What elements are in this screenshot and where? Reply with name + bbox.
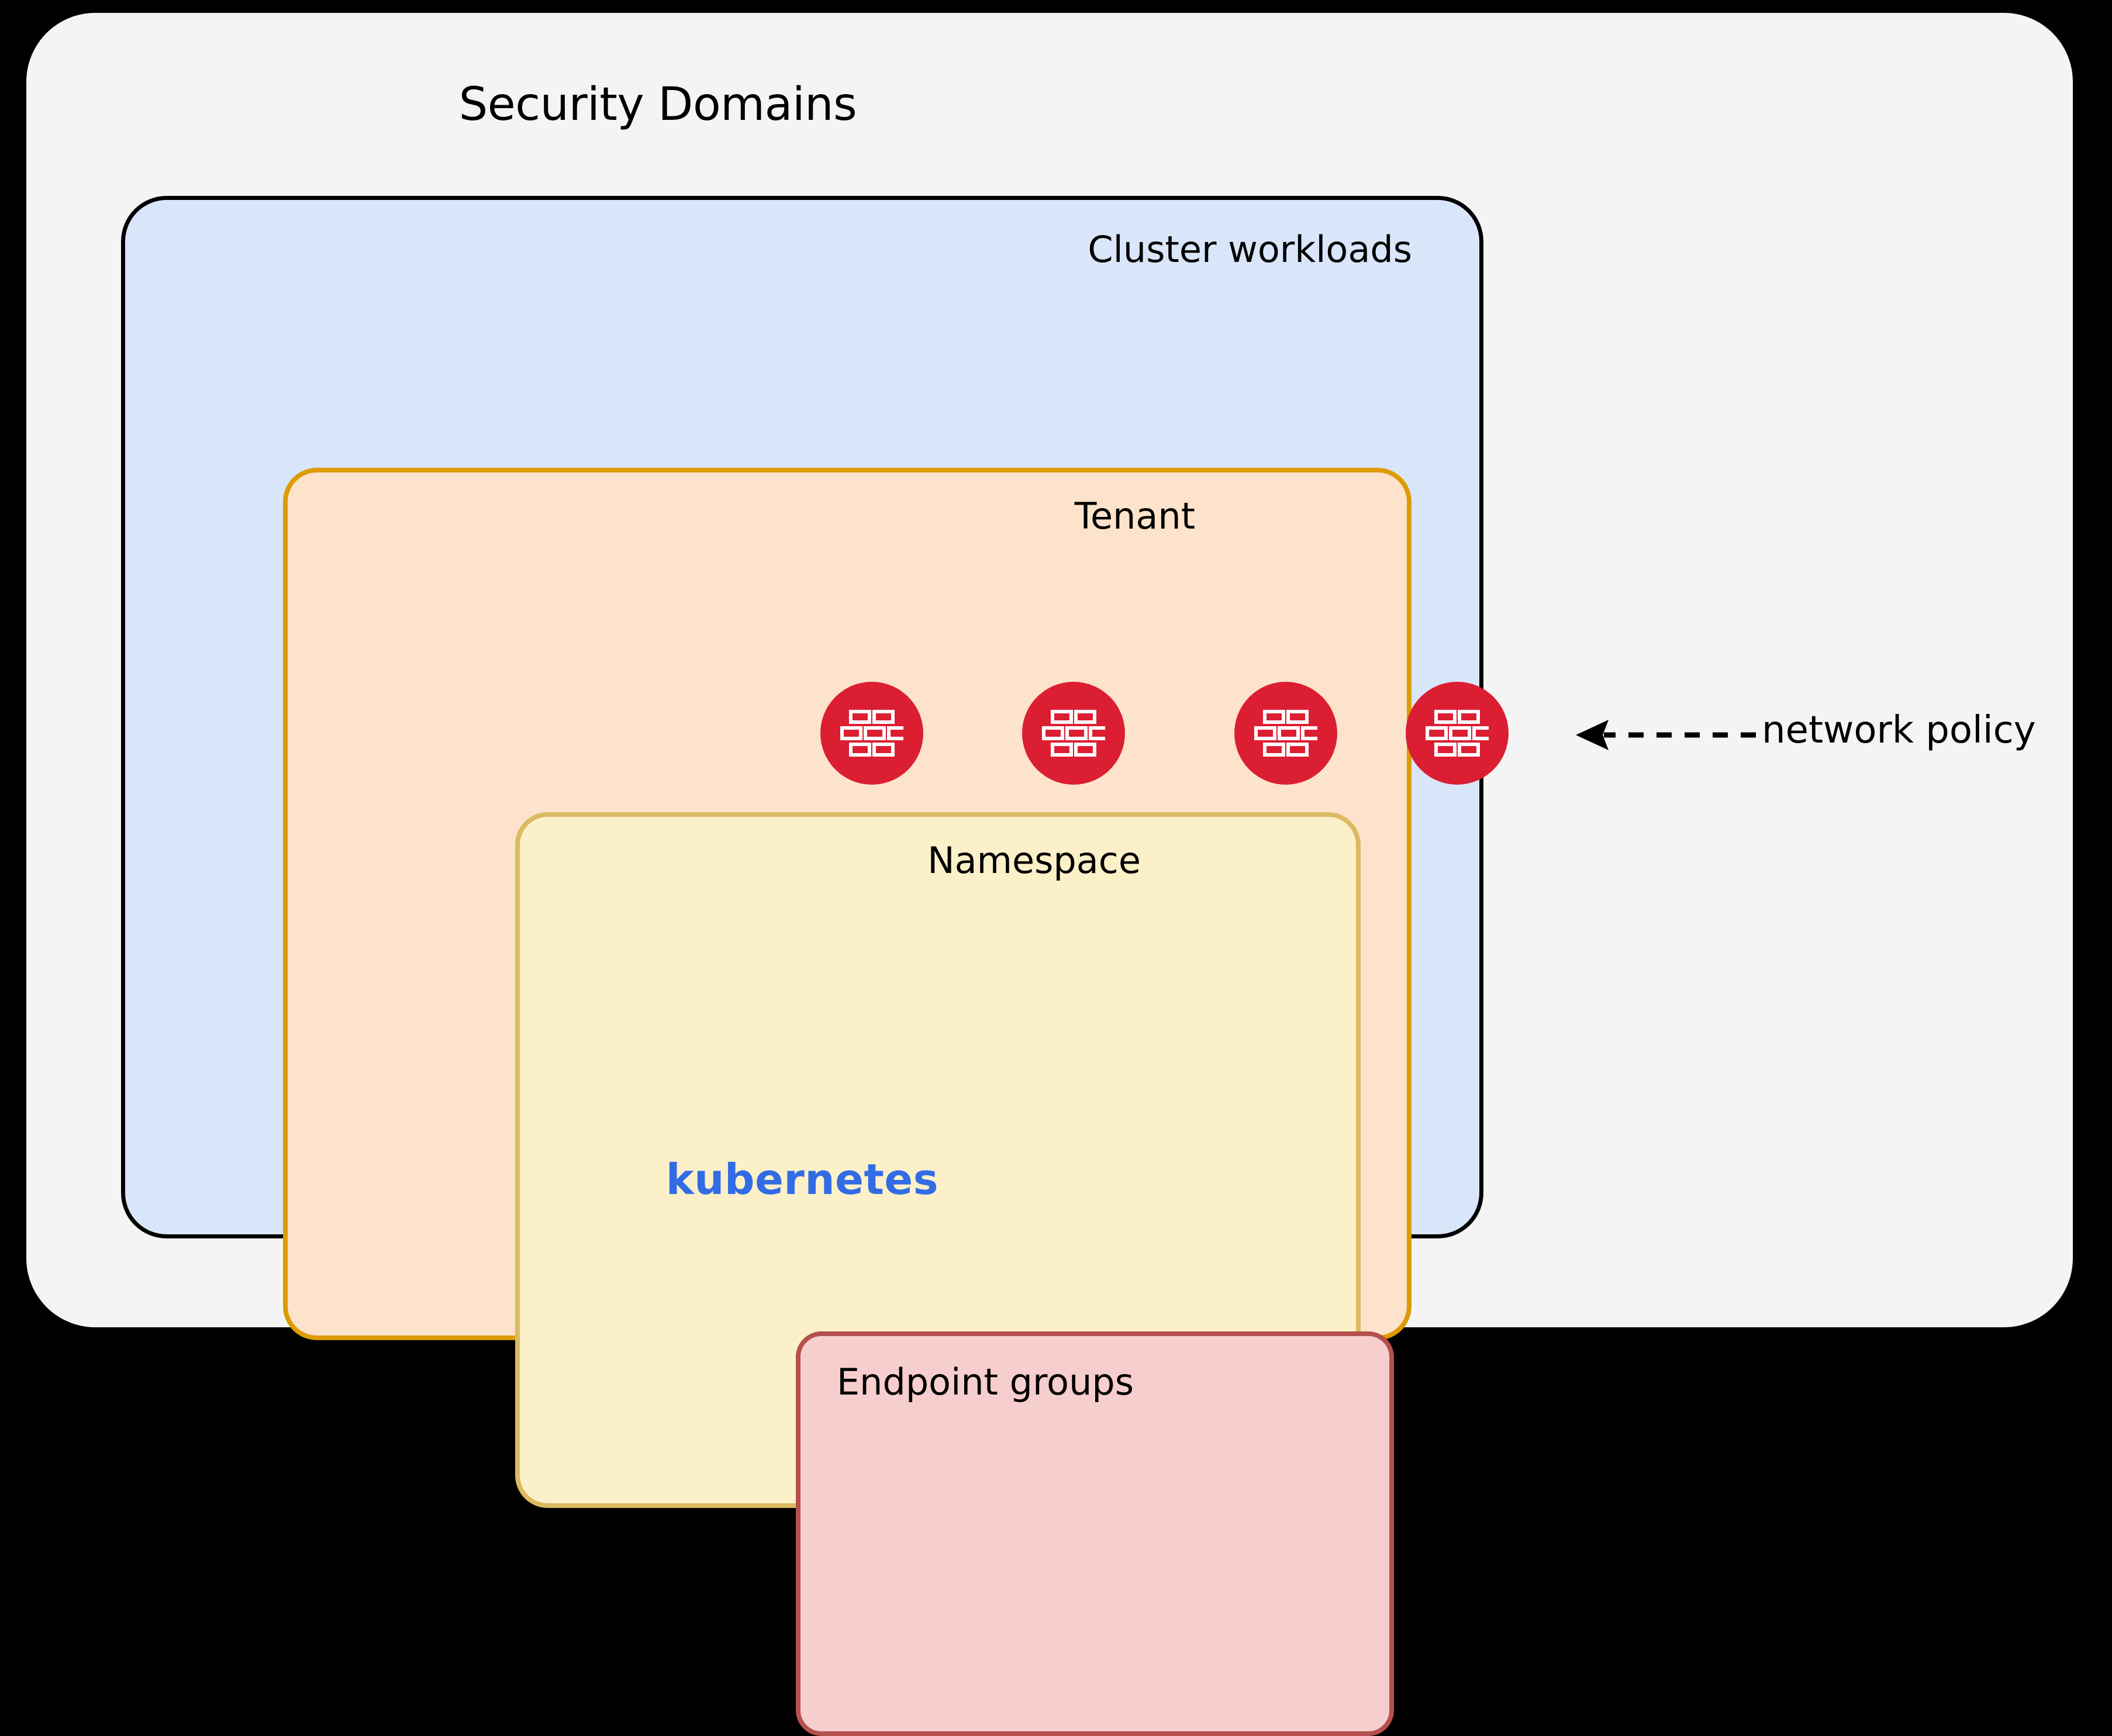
tenant-box: Tenant Namespace Endpoint groups [283,468,1412,1736]
endpoint-groups-label: Endpoint groups [837,1361,1134,1403]
namespace-label: Namespace [927,839,1141,882]
endpoint-groups-box: Endpoint groups [796,1331,1394,1736]
network-policy-arrow-icon [1576,720,1756,750]
diagram-canvas: Security Domains Cluster workloads Tenan… [26,13,2073,1736]
network-policy-label: network policy [1762,709,2036,752]
page-title: Security Domains [458,78,857,131]
firewall-brick-icon[interactable] [1234,682,1337,785]
cluster-workloads-label: Cluster workloads [1088,228,1412,271]
brick-wall-glyph [840,710,903,757]
security-domains-panel: Security Domains Cluster workloads Tenan… [26,13,2073,1736]
brick-wall-glyph [1254,710,1317,757]
firewall-brick-icon[interactable] [1406,682,1509,785]
tenant-label: Tenant [1074,495,1195,537]
brick-wall-glyph [1042,710,1105,757]
brick-wall-glyph [1426,710,1489,757]
firewall-brick-icon[interactable] [1022,682,1125,785]
firewall-brick-icon[interactable] [820,682,923,785]
kubernetes-brand-label: kubernetes [665,1155,939,1204]
